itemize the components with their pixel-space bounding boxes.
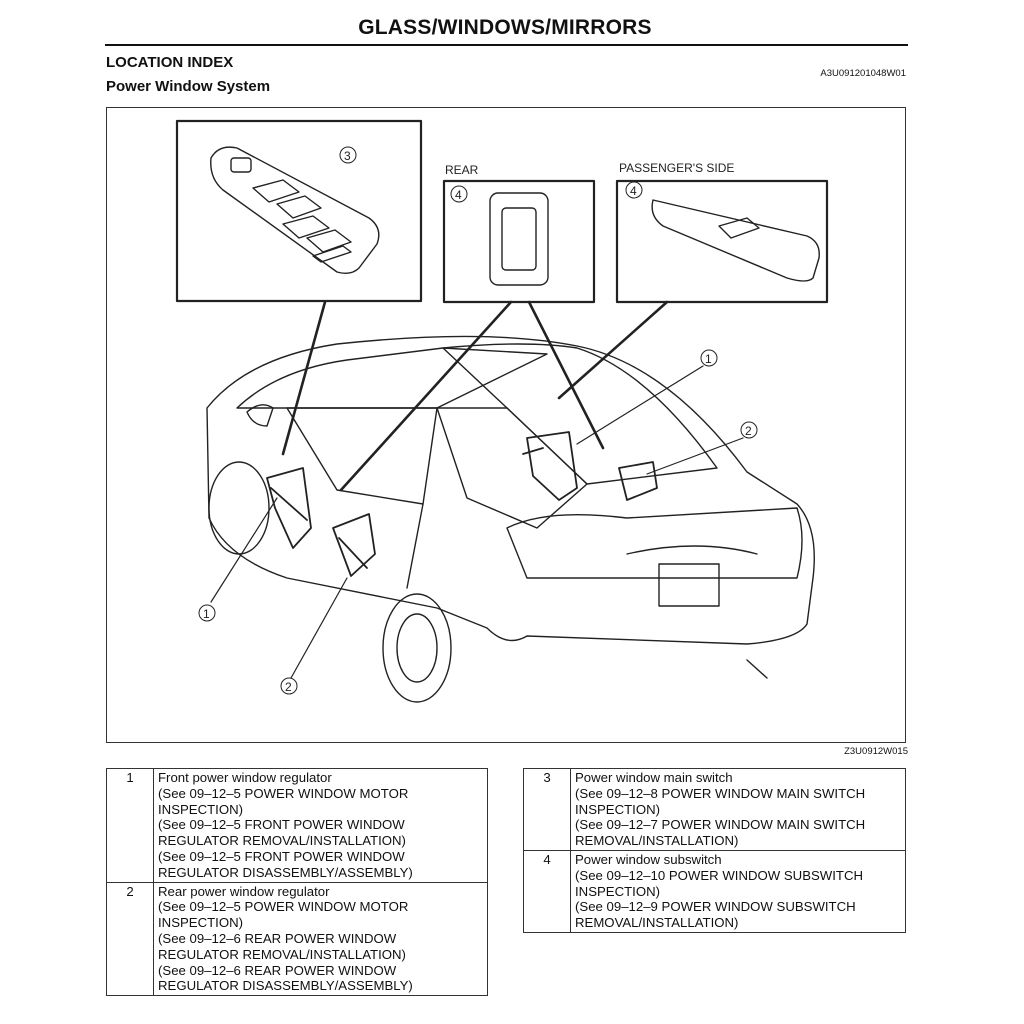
rear-door-glass xyxy=(436,407,588,529)
legend-row: 2 Rear power window regulator (See 09–12… xyxy=(106,881,488,997)
main-switch-panel xyxy=(210,146,380,275)
front-regulator-left xyxy=(266,467,312,549)
callout-circle-1-left xyxy=(198,604,216,622)
callout-4-rear: 4 xyxy=(455,188,462,202)
legend-description: Rear power window regulator (See 09–12–5… xyxy=(153,881,488,997)
legend-number: 3 xyxy=(523,768,571,851)
exhaust-pipe xyxy=(746,659,768,679)
side-mirror xyxy=(246,404,274,427)
license-plate xyxy=(658,563,720,607)
diagram-canvas: 3 4 4 1 2 1 2 REAR PASSENGER'S SIDE xyxy=(175,119,829,703)
legend-table-left: 1 Front power window regulator (See 09–1… xyxy=(106,768,488,997)
rear-switch-bezel xyxy=(489,192,549,286)
lock-switch xyxy=(230,157,252,173)
label-rear: REAR xyxy=(445,163,479,177)
legend-number: 1 xyxy=(106,768,154,883)
car-outline xyxy=(206,335,815,703)
callout-circle-4-rear xyxy=(450,185,468,203)
page-title: GLASS/WINDOWS/MIRRORS xyxy=(358,16,652,39)
callout-circle-3 xyxy=(339,146,357,164)
callout-1-left: 1 xyxy=(203,607,210,621)
front-door xyxy=(286,407,438,505)
rear-wheel-hub xyxy=(396,613,438,683)
callout-circle-2-right xyxy=(740,421,758,439)
passenger-switch xyxy=(718,217,760,239)
callout-1-right: 1 xyxy=(705,352,712,366)
inset-frame-passenger xyxy=(615,179,829,304)
power-window-diagram: 3 4 4 1 2 1 2 REAR PASSENGER'S SIDE xyxy=(106,107,906,743)
rear-regulator-left xyxy=(332,513,376,577)
callout-circle-4-passenger xyxy=(625,181,643,199)
window-regulators xyxy=(266,431,658,577)
legend-row: 1 Front power window regulator (See 09–1… xyxy=(106,768,488,883)
car-body xyxy=(206,335,815,645)
callout-2-left: 2 xyxy=(285,680,292,694)
legend-number: 4 xyxy=(523,849,571,933)
rear-wheel xyxy=(382,593,452,703)
rear-regulator-right xyxy=(618,461,658,501)
inset-frame-main-switch xyxy=(175,119,423,303)
legend-row: 4 Power window subswitch (See 09–12–10 P… xyxy=(523,849,906,933)
callout-lines xyxy=(210,365,744,679)
front-regulator-right xyxy=(522,431,578,501)
legend-description: Power window main switch (See 09–12–8 PO… xyxy=(570,768,906,851)
rear-switch-rocker xyxy=(501,207,537,271)
switch-bar xyxy=(312,245,352,263)
callout-2-right: 2 xyxy=(745,424,752,438)
legend-table-right: 3 Power window main switch (See 09–12–8 … xyxy=(523,768,906,933)
section-heading: LOCATION INDEX xyxy=(106,54,234,71)
title-rule xyxy=(105,44,908,46)
callout-4-passenger: 4 xyxy=(630,184,637,198)
trunk-lid xyxy=(506,507,803,579)
callout-circle-1-right xyxy=(700,349,718,367)
callout-3: 3 xyxy=(344,149,351,163)
rear-subswitch-inset xyxy=(442,179,596,304)
legend-description: Front power window regulator (See 09–12–… xyxy=(153,768,488,883)
legend-row: 3 Power window main switch (See 09–12–8 … xyxy=(523,768,906,851)
subsection-heading: Power Window System xyxy=(106,78,271,95)
callout-markers: 3 4 4 1 2 1 2 REAR PASSENGER'S SIDE xyxy=(198,146,758,695)
main-switch-inset xyxy=(175,119,423,303)
figure-code: Z3U0912W015 xyxy=(844,746,908,757)
rear-glass xyxy=(442,343,718,485)
passenger-armrest xyxy=(651,199,820,282)
label-passengers-side: PASSENGER'S SIDE xyxy=(619,161,734,175)
callout-circle-2-left xyxy=(280,677,298,695)
trunk-garnish xyxy=(626,545,758,555)
document-code: A3U091201048W01 xyxy=(820,68,906,79)
legend-description: Power window subswitch (See 09–12–10 POW… xyxy=(570,849,906,933)
door-seam xyxy=(406,503,424,589)
passenger-subswitch-inset xyxy=(615,179,829,304)
inset-frame-rear xyxy=(442,179,596,304)
window-switch-buttons xyxy=(252,179,352,253)
legend-number: 2 xyxy=(106,881,154,997)
front-wheel xyxy=(208,461,270,555)
leader-lines xyxy=(281,300,669,492)
